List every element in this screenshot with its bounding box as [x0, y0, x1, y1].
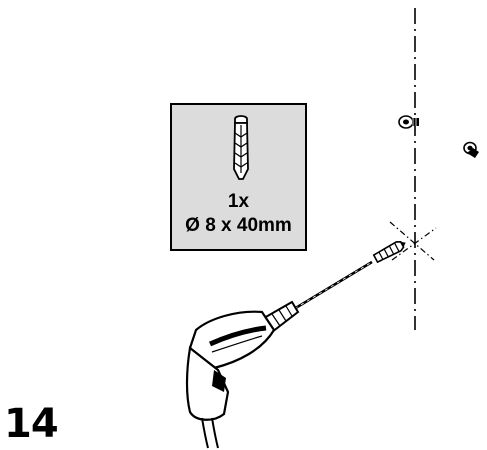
axis-line — [389, 221, 435, 261]
part-box: 1x Ø 8 x 40mm — [170, 103, 307, 251]
step-number: 14 — [4, 401, 59, 447]
part-quantity: 1x — [227, 191, 250, 212]
wall-plug-icon — [233, 115, 249, 180]
part-size: Ø 8 x 40mm — [185, 215, 292, 236]
axis-line — [391, 227, 437, 261]
drill-icon — [185, 300, 300, 449]
screw-icon — [463, 141, 479, 158]
screw-icon — [398, 115, 419, 129]
wall-plug-icon — [372, 241, 406, 264]
